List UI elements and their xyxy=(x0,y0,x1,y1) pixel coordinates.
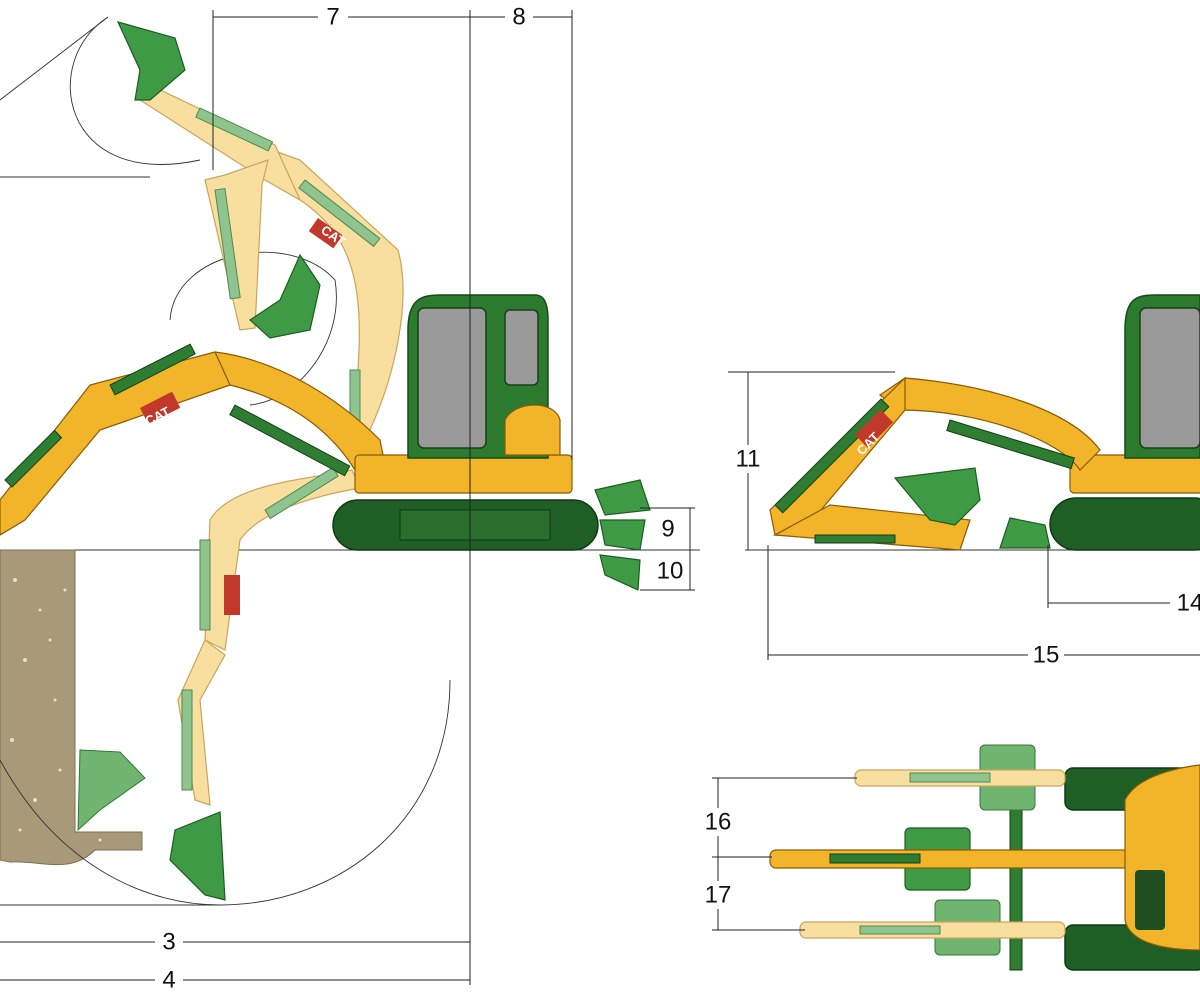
dim-label-8: 8 xyxy=(512,3,525,30)
dim-label-3: 3 xyxy=(162,928,175,955)
cat-logo xyxy=(139,391,181,425)
excavator-side-main xyxy=(332,294,651,591)
bucket-top xyxy=(116,21,186,101)
dim-label-17: 17 xyxy=(705,881,732,908)
dimension-lines xyxy=(0,10,1200,985)
dim-label-14: 14 xyxy=(1177,589,1200,616)
dim-label-16: 16 xyxy=(705,808,732,835)
cat-logo xyxy=(308,218,343,249)
trench-soil xyxy=(0,549,143,866)
reach-arc-bottom xyxy=(0,679,451,906)
cab-door-window xyxy=(417,307,487,449)
boom-ghost-raised: CAT xyxy=(139,84,404,441)
upper-house xyxy=(354,454,573,494)
dim-label-10: 10 xyxy=(657,557,684,584)
dim-label-9: 9 xyxy=(661,515,674,542)
boom-main: CAT xyxy=(0,343,386,536)
dim-label-11: 11 xyxy=(736,445,761,472)
excavator-top-view xyxy=(769,744,1200,971)
bucket-trench xyxy=(77,749,146,832)
cat-logo-vertical xyxy=(224,575,240,615)
reach-arc-top xyxy=(69,16,201,165)
dim-label-7: 7 xyxy=(326,3,339,30)
boom-ghost-lowered xyxy=(177,466,361,806)
excavator-side-transport: CAT xyxy=(769,294,1200,551)
cab-rear-window xyxy=(504,309,539,386)
dimension-labels: 7 8 3 4 9 10 11 14 15 16 17 xyxy=(155,3,1200,993)
bucket-tucked xyxy=(893,467,981,526)
bucket-curled xyxy=(249,253,321,339)
dozer-blade xyxy=(594,479,651,591)
bucket-deep xyxy=(169,811,226,901)
dozer-blade xyxy=(999,517,1051,549)
dim-label-4: 4 xyxy=(162,966,175,993)
reach-line xyxy=(0,16,109,101)
dim-label-15: 15 xyxy=(1033,641,1060,668)
